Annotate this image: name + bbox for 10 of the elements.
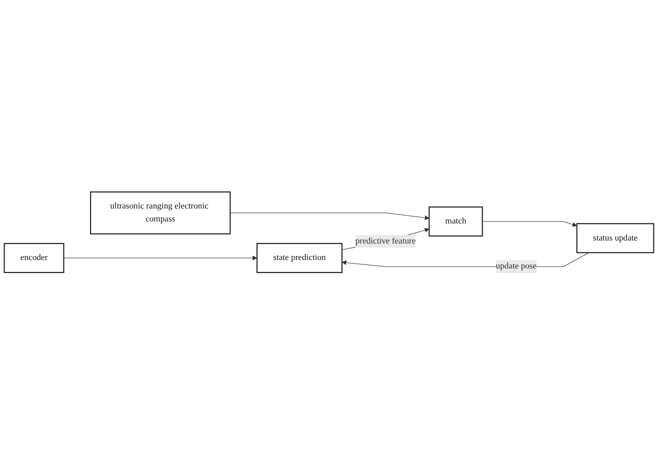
node-box: state prediction	[256, 242, 342, 274]
node-box: ultrasonic ranging electronic compass	[90, 191, 231, 234]
node-box: status update	[576, 223, 654, 254]
node-box: encoder	[4, 242, 64, 274]
arrow	[482, 221, 578, 227]
arrow	[63, 256, 258, 260]
edge-label: update pose	[496, 262, 537, 271]
arrow	[230, 212, 430, 220]
node-box: match	[428, 206, 483, 237]
edge-label: predictive feature	[355, 236, 416, 246]
